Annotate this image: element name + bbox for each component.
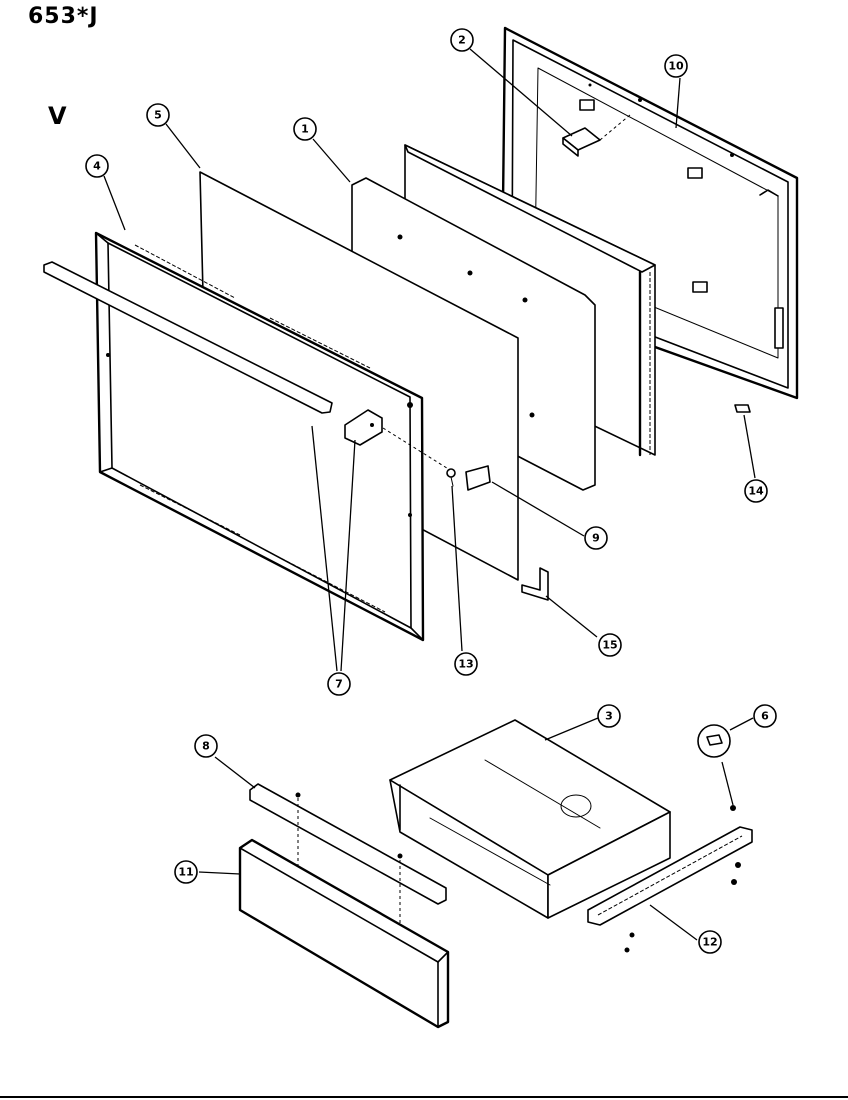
callout-1: 1 — [293, 117, 317, 141]
svg-text:11: 11 — [178, 866, 193, 879]
slide-screws — [624, 805, 741, 953]
svg-text:8: 8 — [202, 740, 210, 753]
hinge-bracket — [344, 409, 383, 446]
callout-15: 15 — [598, 633, 622, 657]
angle-bracket — [521, 567, 549, 601]
leader-lines — [103, 48, 756, 941]
svg-text:6: 6 — [761, 710, 769, 723]
svg-text:5: 5 — [154, 109, 162, 122]
callout-13: 13 — [454, 652, 478, 676]
drawer-tray — [389, 719, 671, 919]
callout-3: 3 — [597, 704, 621, 728]
view-letter: V — [48, 102, 67, 130]
svg-text:7: 7 — [335, 678, 343, 691]
model-number: 653*J — [28, 4, 99, 29]
callout-2: 2 — [450, 28, 474, 52]
screw — [446, 468, 456, 487]
callout-14: 14 — [744, 479, 768, 503]
door-clip — [734, 404, 751, 413]
callout-12: 12 — [698, 930, 722, 954]
svg-text:9: 9 — [592, 532, 600, 545]
callout-10: 10 — [664, 54, 688, 78]
callout-11: 11 — [174, 860, 198, 884]
callout-9: 9 — [584, 526, 608, 550]
svg-text:4: 4 — [93, 160, 101, 173]
drawer-glide — [697, 724, 731, 758]
drawer-slide — [587, 826, 753, 926]
svg-text:3: 3 — [605, 710, 613, 723]
svg-text:14: 14 — [748, 485, 764, 498]
callout-4: 4 — [85, 154, 109, 178]
svg-text:1: 1 — [301, 123, 309, 136]
svg-text:13: 13 — [458, 658, 473, 671]
callout-8: 8 — [194, 734, 218, 758]
svg-text:10: 10 — [668, 60, 684, 73]
callout-6: 6 — [753, 704, 777, 728]
label-plate — [465, 465, 491, 491]
handle-trim — [43, 261, 333, 414]
drawer-front-panel — [238, 838, 450, 1029]
callout-7: 7 — [327, 672, 351, 696]
drawer-front-bracket — [249, 783, 447, 925]
svg-text:2: 2 — [458, 34, 466, 47]
callout-5: 5 — [146, 103, 170, 127]
svg-text:15: 15 — [602, 639, 617, 652]
svg-text:12: 12 — [702, 936, 717, 949]
